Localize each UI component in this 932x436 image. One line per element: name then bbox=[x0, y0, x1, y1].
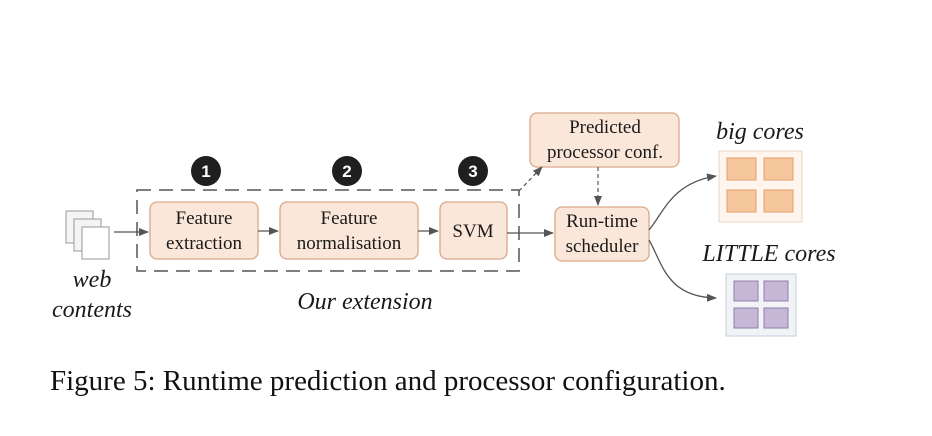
feature-normalisation-label-line1: Feature bbox=[321, 208, 378, 229]
little-core bbox=[763, 307, 789, 329]
arrow-extension-to-predicted bbox=[518, 166, 543, 192]
big-cores-grid bbox=[718, 150, 803, 223]
predicted-label-line2: processor conf. bbox=[547, 142, 663, 163]
feature-normalisation-label-line2: normalisation bbox=[297, 233, 402, 254]
little-cores-grid bbox=[725, 273, 797, 337]
step-badge-1: 1 bbox=[191, 156, 221, 186]
predicted-label-line1: Predicted bbox=[569, 117, 641, 138]
badge-circle bbox=[458, 156, 488, 186]
little-core bbox=[763, 280, 789, 302]
extension-label: Our extension bbox=[297, 289, 432, 315]
extension-region bbox=[136, 189, 520, 272]
arrow-scheduler-to-little-cores bbox=[648, 239, 717, 302]
big-cores-label: big cores bbox=[716, 119, 804, 145]
predicted-processor-conf-box bbox=[529, 112, 680, 168]
scheduler-label-line1: Run-time bbox=[566, 211, 638, 232]
big-core bbox=[726, 157, 757, 181]
runtime-scheduler-box bbox=[554, 206, 650, 262]
figure-caption: Figure 5: Runtime prediction and process… bbox=[50, 365, 726, 397]
step-number-2: 2 bbox=[342, 162, 351, 181]
step-badge-2: 2 bbox=[332, 156, 362, 186]
big-core bbox=[763, 189, 794, 213]
little-cores-label: LITTLE cores bbox=[701, 241, 835, 267]
step-badge-3: 3 bbox=[458, 156, 488, 186]
badge-circle bbox=[332, 156, 362, 186]
step-number-1: 1 bbox=[201, 162, 210, 181]
web-contents-icon bbox=[65, 210, 110, 260]
big-core bbox=[763, 157, 794, 181]
big-core bbox=[726, 189, 757, 213]
web-contents-label-line2: contents bbox=[52, 297, 132, 323]
little-core bbox=[733, 280, 759, 302]
little-core bbox=[733, 307, 759, 329]
svm-box bbox=[439, 201, 508, 260]
arrow-scheduler-to-big-cores bbox=[648, 173, 717, 231]
step-number-3: 3 bbox=[468, 162, 477, 181]
svm-label: SVM bbox=[452, 221, 493, 242]
scheduler-label-line2: scheduler bbox=[566, 236, 639, 257]
badge-circle bbox=[191, 156, 221, 186]
feature-extraction-label-line1: Feature bbox=[176, 208, 233, 229]
web-contents-label-line1: web bbox=[73, 267, 112, 293]
feature-extraction-label-line2: extraction bbox=[166, 233, 242, 254]
